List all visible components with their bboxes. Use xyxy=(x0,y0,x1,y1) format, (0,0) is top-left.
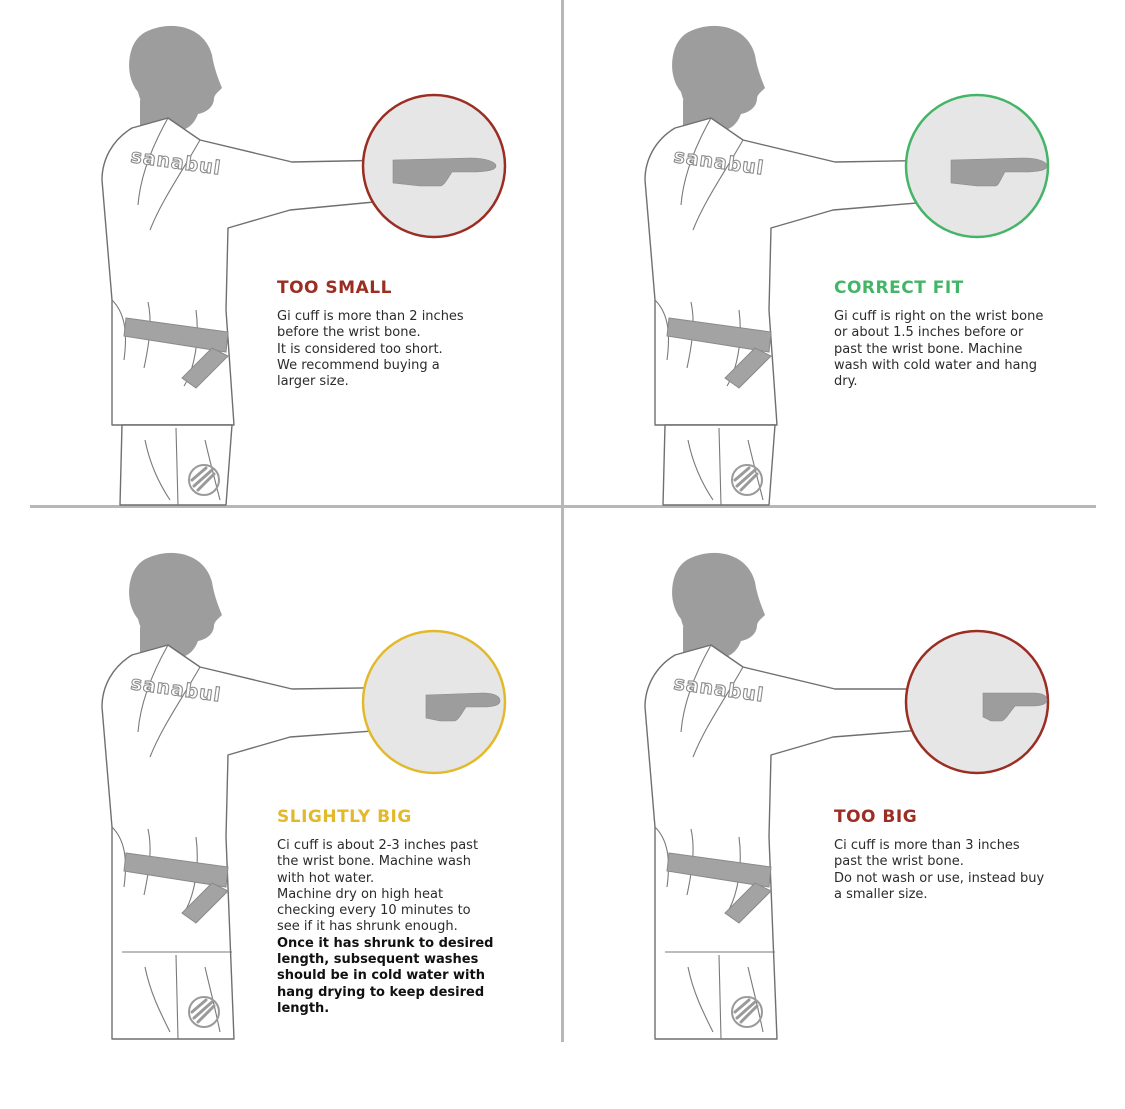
fit-title: TOO BIG xyxy=(834,807,918,827)
description-line: a smaller size. xyxy=(834,886,928,902)
fit-title: CORRECT FIT xyxy=(834,278,964,298)
description-line: the wrist bone. Machine wash xyxy=(277,854,471,870)
hand-icon xyxy=(982,692,1048,722)
description-line: dry. xyxy=(834,374,858,390)
description-line: Ci cuff is about 2-3 inches past xyxy=(277,838,479,853)
description-line: past the wrist bone. Machine xyxy=(834,341,1023,357)
fit-text-block: SLIGHTLY BIG Ci cuff is about 2-3 inches… xyxy=(277,807,522,1017)
description-line: Machine dry on high heat xyxy=(277,886,444,902)
hand-icon xyxy=(392,157,497,187)
description-line: should be in cold water with xyxy=(277,968,485,984)
description-line: Gi cuff is right on the wrist bone xyxy=(834,309,1044,324)
description-line: length, subsequent washes xyxy=(277,952,479,968)
description-line: hang drying to keep desired xyxy=(277,984,485,1000)
figure-body xyxy=(644,25,954,506)
gi-fit-figure: sanabul xyxy=(644,552,1050,1040)
fit-title: SLIGHTLY BIG xyxy=(277,807,412,827)
description-line: before the wrist bone. xyxy=(277,325,421,341)
description-line: Once it has shrunk to desired xyxy=(277,935,494,951)
gi-fit-figure: sanabul xyxy=(101,552,507,1040)
panel-too-small: sanabul TOO SMALL Gi cuff is more than 2… xyxy=(0,0,560,535)
figure-body xyxy=(101,25,396,506)
gi-fit-figure: sanabul xyxy=(101,25,507,506)
description-line: checking every 10 minutes to xyxy=(277,903,471,919)
panel-slightly-big: sanabul SLIGHTLY BIG Ci cuff is about 2-… xyxy=(0,527,560,1062)
fit-title: TOO SMALL xyxy=(277,278,392,298)
description-line: We recommend buying a xyxy=(277,357,440,373)
panel-correct-fit: sanabul CORRECT FIT Gi cuff is right on … xyxy=(543,0,1103,535)
description-line: see if it has shrunk enough. xyxy=(277,919,458,935)
vertical-divider xyxy=(561,0,564,1042)
figure-body xyxy=(644,552,986,1040)
description-line: with hot water. xyxy=(277,870,375,886)
panel-too-big: sanabul TOO BIG Ci cuff is more than 3 i… xyxy=(543,527,1103,1062)
hand-icon xyxy=(425,692,501,722)
fit-text-block: CORRECT FIT Gi cuff is right on the wris… xyxy=(834,278,1079,390)
description-line: or about 1.5 inches before or xyxy=(834,325,1024,341)
description-line: larger size. xyxy=(277,374,349,390)
gi-fit-figure: sanabul xyxy=(644,25,1050,506)
description-line: Do not wash or use, instead buy xyxy=(834,870,1045,886)
description-line: past the wrist bone. xyxy=(834,854,964,870)
horizontal-divider xyxy=(30,505,1096,508)
hand-icon xyxy=(950,157,1048,187)
description-line: wash with cold water and hang xyxy=(834,357,1038,373)
description-line: It is considered too short. xyxy=(277,341,443,357)
fit-indicator-circle xyxy=(904,629,1050,775)
description-line: Ci cuff is more than 3 inches xyxy=(834,838,1020,853)
description-line: length. xyxy=(277,1000,330,1016)
description-line: Gi cuff is more than 2 inches xyxy=(277,309,464,324)
